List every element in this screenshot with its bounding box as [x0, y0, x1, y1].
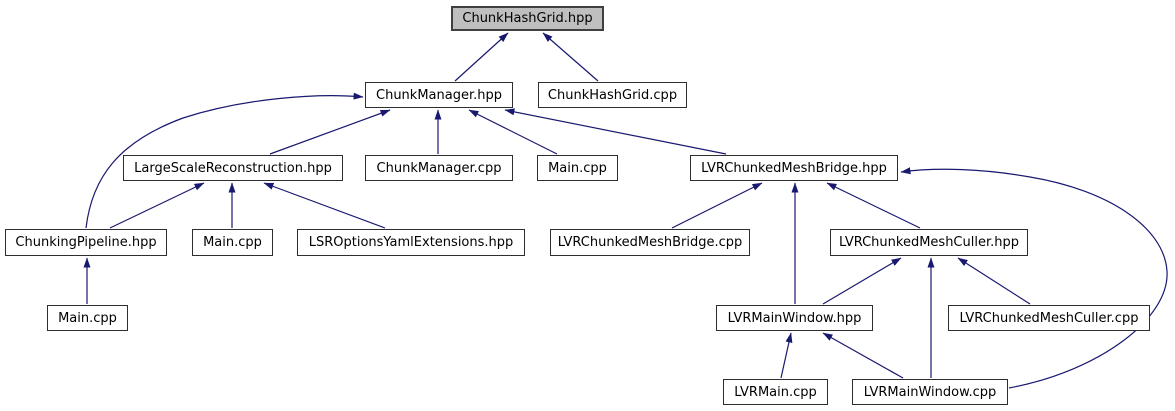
edge-lvrmainwindow-hpp-to-lvrchunkedmeshculler-hpp — [822, 257, 902, 305]
edge-chunkingpipeline-hpp-to-largescalereconstruction-hpp — [109, 182, 205, 229]
edge-lvrmainwindow-cpp-to-lvrchunkedmeshbridge-hpp — [900, 167, 1168, 389]
graph-node-lvrchunkedmeshbridge-cpp[interactable]: LVRChunkedMeshBridge.cpp — [550, 229, 750, 256]
graph-node-lvrchunkedmeshculler-hpp[interactable]: LVRChunkedMeshCuller.hpp — [830, 229, 1028, 256]
graph-node-lsroptionsyamlextensions-hpp[interactable]: LSROptionsYamlExtensions.hpp — [297, 229, 525, 256]
edge-lvrchunkedmeshculler-cpp-to-lvrchunkedmeshculler-hpp — [957, 257, 1031, 305]
graph-node-chunkingpipeline-hpp[interactable]: ChunkingPipeline.hpp — [5, 229, 167, 256]
edge-lvrchunkedmeshbridge-hpp-to-chunkmanager-hpp — [504, 108, 727, 155]
graph-node-lvrchunkedmeshculler-cpp[interactable]: LVRChunkedMeshCuller.cpp — [948, 305, 1150, 331]
graph-node-main-cpp-1[interactable]: Main.cpp — [192, 229, 273, 256]
edge-lvrmain-cpp-to-lvrmainwindow-hpp — [780, 332, 793, 379]
edge-lsroptionsyamlextensions-hpp-to-largescalereconstruction-hpp — [263, 182, 386, 229]
edge-chunkhashgrid-cpp-to-chunkhashgrid-hpp — [542, 32, 599, 82]
graph-node-lvrchunkedmeshbridge-hpp[interactable]: LVRChunkedMeshBridge.hpp — [690, 155, 898, 181]
edge-chunkingpipeline-hpp-to-chunkmanager-hpp — [85, 92, 364, 229]
edge-largescalereconstruction-hpp-to-chunkmanager-hpp — [269, 109, 391, 155]
graph-node-lvrmainwindow-hpp[interactable]: LVRMainWindow.hpp — [716, 305, 873, 331]
graph-node-main-cpp-3[interactable]: Main.cpp — [47, 305, 128, 331]
edge-main-cpp-2-to-chunkmanager-hpp — [468, 109, 558, 155]
graph-node-chunkhashgrid-cpp[interactable]: ChunkHashGrid.cpp — [538, 82, 687, 108]
edge-lvrchunkedmeshculler-hpp-to-lvrchunkedmeshbridge-hpp — [826, 182, 921, 229]
graph-node-chunkmanager-hpp[interactable]: ChunkManager.hpp — [365, 82, 513, 108]
graph-node-chunkhashgrid-hpp: ChunkHashGrid.hpp — [451, 6, 604, 31]
graph-node-lvrmain-cpp[interactable]: LVRMain.cpp — [723, 379, 828, 405]
graph-node-largescalereconstruction-hpp[interactable]: LargeScaleReconstruction.hpp — [123, 155, 343, 181]
graph-node-lvrmainwindow-cpp[interactable]: LVRMainWindow.cpp — [852, 379, 1008, 405]
graph-node-chunkmanager-cpp[interactable]: ChunkManager.cpp — [365, 155, 513, 181]
graph-node-main-cpp-2[interactable]: Main.cpp — [537, 155, 618, 181]
edge-chunkmanager-hpp-to-chunkhashgrid-hpp — [454, 32, 509, 82]
edge-lvrmainwindow-cpp-to-lvrmainwindow-hpp — [822, 332, 904, 379]
edge-lvrchunkedmeshbridge-cpp-to-lvrchunkedmeshbridge-hpp — [671, 182, 763, 229]
